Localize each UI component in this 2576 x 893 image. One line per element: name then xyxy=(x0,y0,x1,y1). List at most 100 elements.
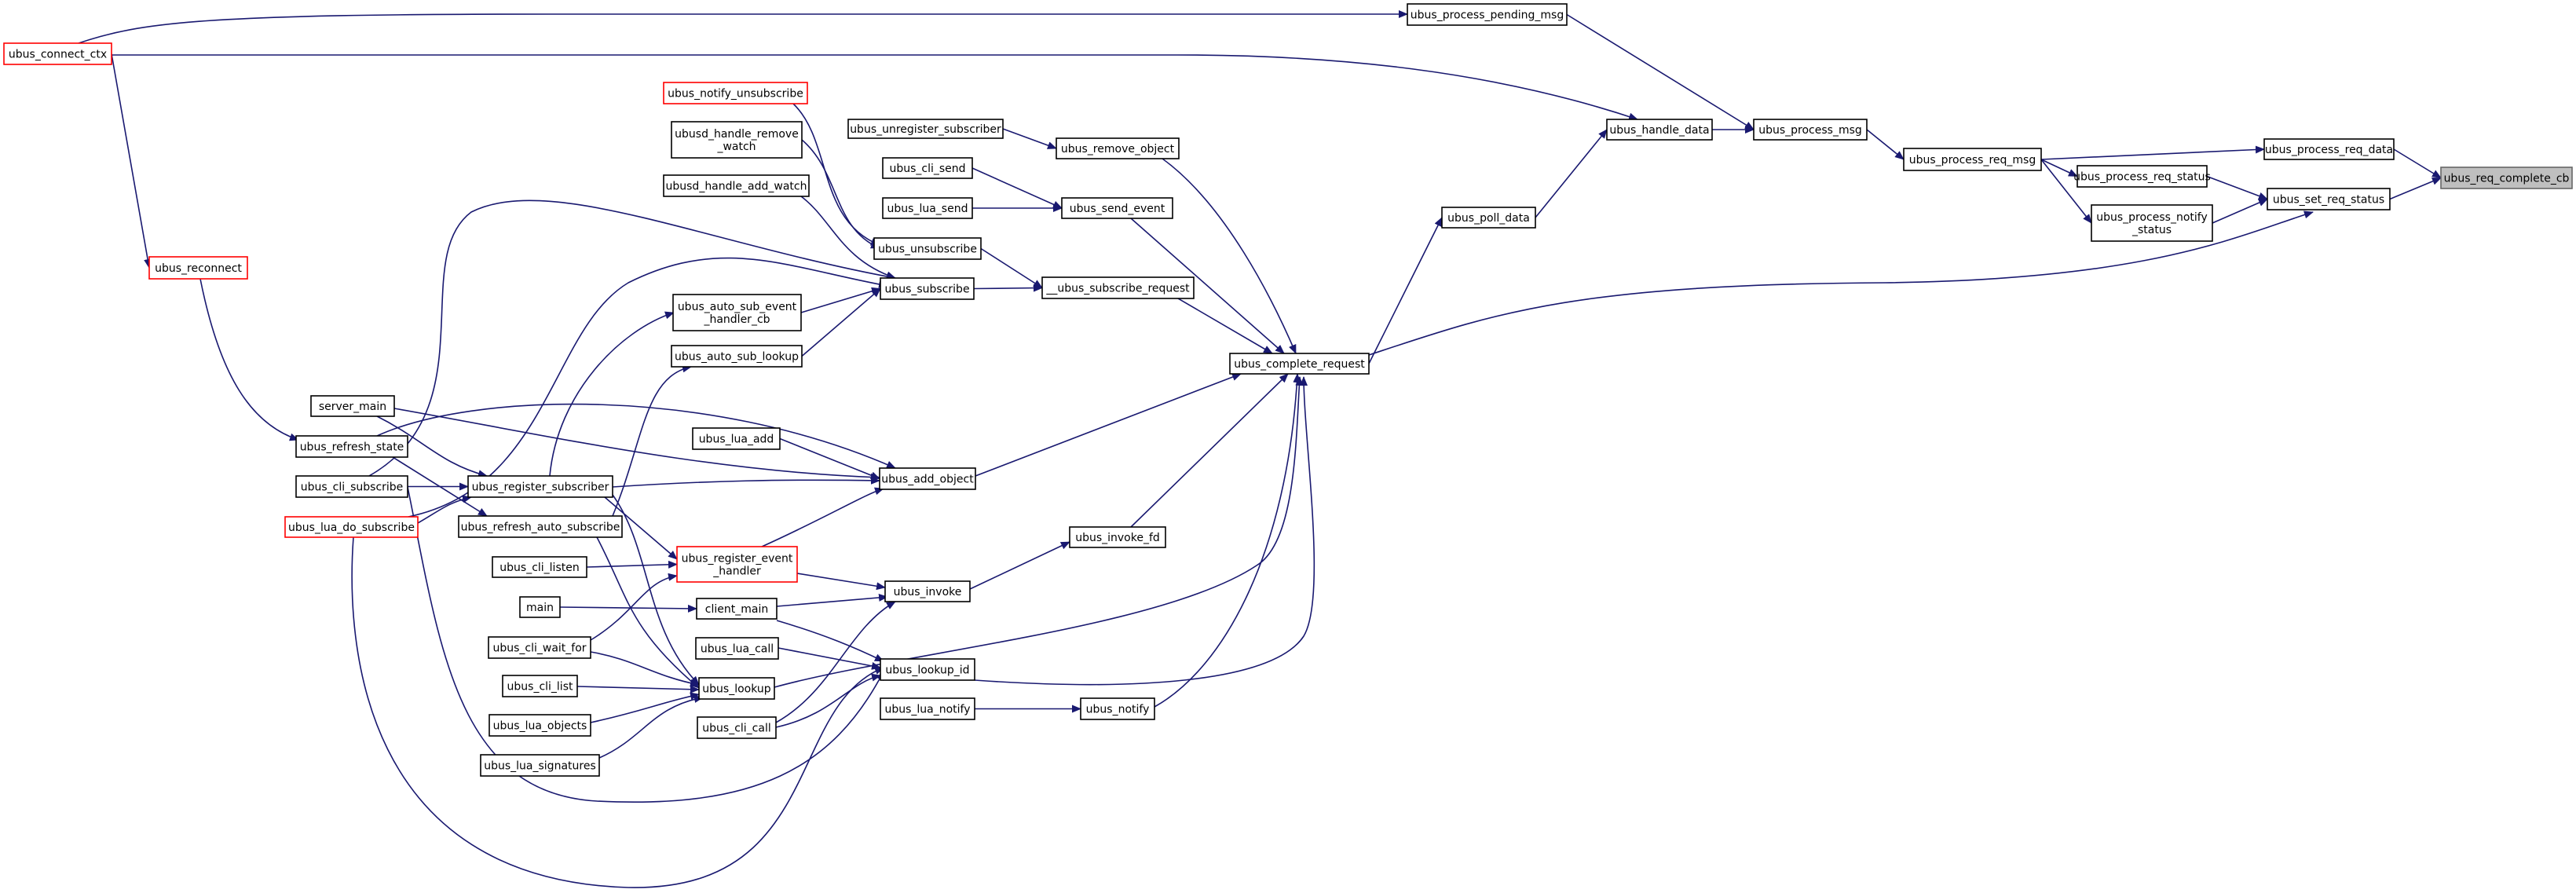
node-ubus_req_complete_cb[interactable]: ubus_req_complete_cb xyxy=(2440,167,2573,189)
node-ubus_remove_object[interactable]: ubus_remove_object xyxy=(1056,137,1180,159)
node-ubus_cli_list[interactable]: ubus_cli_list xyxy=(502,675,578,697)
edge-ubus_lua_do_subscribe-to-ubus_lookup_id xyxy=(351,536,884,888)
edge-ubus_remove_object-to-ubus_complete_request xyxy=(1162,158,1297,354)
node-ubus_process_req_status[interactable]: ubus_process_req_status xyxy=(2073,165,2211,188)
node-box xyxy=(1061,197,1173,219)
node-ubus_process_notify_status[interactable]: ubus_process_notify_status xyxy=(2091,204,2213,242)
node-label: ubus_lua_call xyxy=(701,643,774,656)
edge-ubus_poll_data-to-ubus_handle_data xyxy=(1535,129,1608,218)
node-ubus_lookup_id[interactable]: ubus_lookup_id xyxy=(880,658,975,681)
node-box xyxy=(310,395,395,417)
node-box xyxy=(467,475,613,498)
node-ubus_process_msg[interactable]: ubus_process_msg xyxy=(1753,119,1868,141)
edge-ubus_refresh_state-to-ubus_add_object xyxy=(376,403,896,469)
node-label: ubusd_handle_add_watch xyxy=(666,181,807,193)
edge-ubus_unsubscribe-to-__ubus_subscribe_request xyxy=(980,247,1043,289)
node-label: client_main xyxy=(705,603,768,616)
node-ubus_handle_data[interactable]: ubus_handle_data xyxy=(1606,119,1713,141)
node-server_main[interactable]: server_main xyxy=(310,395,395,417)
node-ubus_cli_subscribe[interactable]: ubus_cli_subscribe xyxy=(295,475,408,498)
node-box xyxy=(1080,697,1155,720)
node-ubus_cli_send[interactable]: ubus_cli_send xyxy=(882,157,973,179)
node-label: ubus_cli_list xyxy=(507,681,573,694)
node-box xyxy=(884,580,971,602)
node-ubus_lua_add[interactable]: ubus_lua_add xyxy=(692,427,781,450)
node-ubus_auto_sub_event_handler_cb[interactable]: ubus_auto_sub_event_handler_cb xyxy=(672,294,802,331)
edge-ubus_register_event_handler-to-ubus_invoke xyxy=(796,573,886,591)
edge-ubus_reconnect-to-ubus_refresh_state xyxy=(199,278,299,441)
node-ubus_lua_notify[interactable]: ubus_lua_notify xyxy=(880,697,975,720)
edge-ubus_lua_call-to-ubus_lookup_id xyxy=(778,647,881,670)
node-ubus_invoke[interactable]: ubus_invoke xyxy=(884,580,971,602)
edge-client_main-to-ubus_invoke xyxy=(776,593,888,607)
node-ubus_notify[interactable]: ubus_notify xyxy=(1080,697,1155,720)
node-box xyxy=(880,697,975,720)
edge-ubus_lua_do_subscribe-to-ubus_register_subscriber xyxy=(417,495,472,524)
node-ubus_subscribe[interactable]: ubus_subscribe xyxy=(880,277,975,300)
node-ubus_add_object[interactable]: ubus_add_object xyxy=(879,467,976,490)
node-label: _handler xyxy=(712,565,761,578)
edge-ubus_process_req_msg-to-ubus_process_req_status xyxy=(2040,159,2078,178)
node-ubus_refresh_auto_subscribe[interactable]: ubus_refresh_auto_subscribe xyxy=(458,515,623,538)
node-ubus_complete_request[interactable]: ubus_complete_request xyxy=(1229,353,1370,375)
node-ubus_reconnect[interactable]: ubus_reconnect xyxy=(148,256,248,280)
edge-ubus_lua_add-to-ubus_add_object xyxy=(779,437,880,480)
node-label: ubus_refresh_state xyxy=(300,441,404,454)
node-ubus_cli_wait_for[interactable]: ubus_cli_wait_for xyxy=(488,636,591,659)
node-label: ubus_lua_signatures xyxy=(484,760,596,773)
edge-ubus_lua_do_subscribe-to-ubus_subscribe xyxy=(408,257,888,518)
edge-server_main-to-ubus_add_object xyxy=(393,408,880,481)
node-ubus_process_req_msg[interactable]: ubus_process_req_msg xyxy=(1903,148,2042,171)
node-ubus_connect_ctx[interactable]: ubus_connect_ctx xyxy=(3,42,112,65)
node-ubus_lua_send[interactable]: ubus_lua_send xyxy=(882,197,973,219)
node-box xyxy=(3,42,112,65)
node-ubus_cli_call[interactable]: ubus_cli_call xyxy=(697,716,777,739)
node-label: ubus_process_notify xyxy=(2096,211,2208,224)
node-ubus_register_subscriber[interactable]: ubus_register_subscriber xyxy=(467,475,613,498)
node-ubus_lua_objects[interactable]: ubus_lua_objects xyxy=(488,714,591,737)
node-label: __ubus_subscribe_request xyxy=(1045,283,1190,295)
node-ubus_invoke_fd[interactable]: ubus_invoke_fd xyxy=(1069,526,1166,548)
node-ubus_cli_listen[interactable]: ubus_cli_listen xyxy=(492,556,587,578)
edge-ubus_notify_unsubscribe-to-ubus_unsubscribe xyxy=(792,103,880,246)
node-box xyxy=(696,598,778,620)
node-label: ubus_process_pending_msg xyxy=(1411,9,1564,22)
node-label: ubus_register_event xyxy=(682,553,793,565)
edge-ubus_register_subscriber-to-ubus_lookup xyxy=(612,494,700,686)
node-ubusd_handle_remove_watch[interactable]: ubusd_handle_remove_watch xyxy=(671,121,803,159)
node-ubus_lua_signatures[interactable]: ubus_lua_signatures xyxy=(480,754,600,777)
edge-__ubus_subscribe_request-to-ubus_complete_request xyxy=(1177,298,1273,354)
node-main[interactable]: main xyxy=(519,596,561,618)
node-label: _watch xyxy=(716,141,756,153)
node-ubus_lua_call[interactable]: ubus_lua_call xyxy=(695,637,779,660)
node-label: ubus_refresh_auto_subscribe xyxy=(461,522,620,534)
node-ubus_lookup[interactable]: ubus_lookup xyxy=(698,677,775,700)
node-ubus_process_pending_msg[interactable]: ubus_process_pending_msg xyxy=(1407,3,1568,26)
node-box xyxy=(2077,165,2208,188)
node-label: ubus_req_complete_cb xyxy=(2444,173,2570,185)
node-box xyxy=(148,256,248,280)
node-ubus_poll_data[interactable]: ubus_poll_data xyxy=(1441,207,1536,229)
node-ubus_process_req_data[interactable]: ubus_process_req_data xyxy=(2263,138,2395,160)
edge-ubus_process_msg-to-ubus_process_req_msg xyxy=(1866,129,1905,160)
node-ubus_send_event[interactable]: ubus_send_event xyxy=(1061,197,1173,219)
node-ubus_refresh_state[interactable]: ubus_refresh_state xyxy=(295,435,408,458)
edge-ubus_add_object-to-ubus_complete_request xyxy=(975,373,1242,477)
node-ubus_register_event_handler[interactable]: ubus_register_event_handler xyxy=(676,546,798,583)
node-box xyxy=(672,294,802,331)
node-ubus_unregister_subscriber[interactable]: ubus_unregister_subscriber xyxy=(847,119,1004,139)
node-__ubus_subscribe_request[interactable]: __ubus_subscribe_request xyxy=(1041,276,1195,299)
node-ubus_notify_unsubscribe[interactable]: ubus_notify_unsubscribe xyxy=(663,82,808,104)
node-ubus_unsubscribe[interactable]: ubus_unsubscribe xyxy=(873,237,982,260)
node-box xyxy=(502,675,578,697)
node-ubus_set_req_status[interactable]: ubus_set_req_status xyxy=(2267,188,2391,210)
node-label: ubus_cli_subscribe xyxy=(301,481,404,494)
node-label: ubus_lua_add xyxy=(699,434,774,446)
node-ubus_lua_do_subscribe[interactable]: ubus_lua_do_subscribe xyxy=(284,516,419,538)
node-box xyxy=(1407,3,1568,26)
node-ubusd_handle_add_watch[interactable]: ubusd_handle_add_watch xyxy=(663,174,810,197)
node-label: ubus_subscribe xyxy=(884,284,969,296)
node-ubus_auto_sub_lookup[interactable]: ubus_auto_sub_lookup xyxy=(671,345,803,368)
node-client_main[interactable]: client_main xyxy=(696,598,778,620)
